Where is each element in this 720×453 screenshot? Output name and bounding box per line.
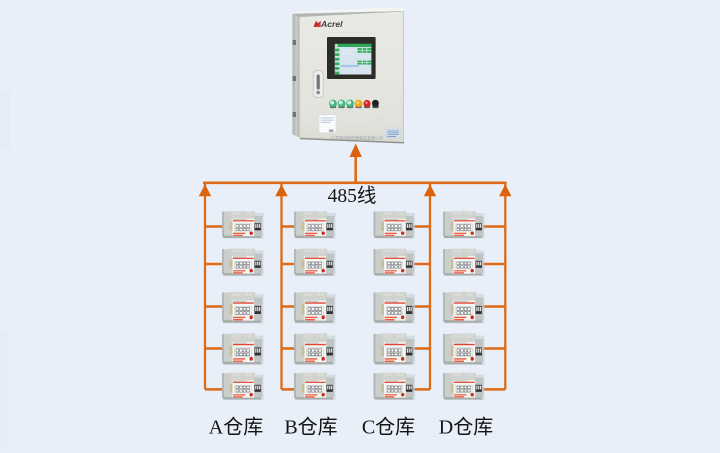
svg-text:Acrel: Acrel [320, 19, 343, 29]
svg-text:485线: 485线 [328, 185, 377, 207]
svg-text:B仓库: B仓库 [284, 416, 337, 439]
svg-text:江苏安科瑞电器制造有限公司: 江苏安科瑞电器制造有限公司 [331, 135, 383, 141]
svg-text:A仓库: A仓库 [209, 416, 263, 439]
svg-text:D仓库: D仓库 [439, 416, 493, 439]
svg-text:C仓库: C仓库 [362, 416, 415, 439]
